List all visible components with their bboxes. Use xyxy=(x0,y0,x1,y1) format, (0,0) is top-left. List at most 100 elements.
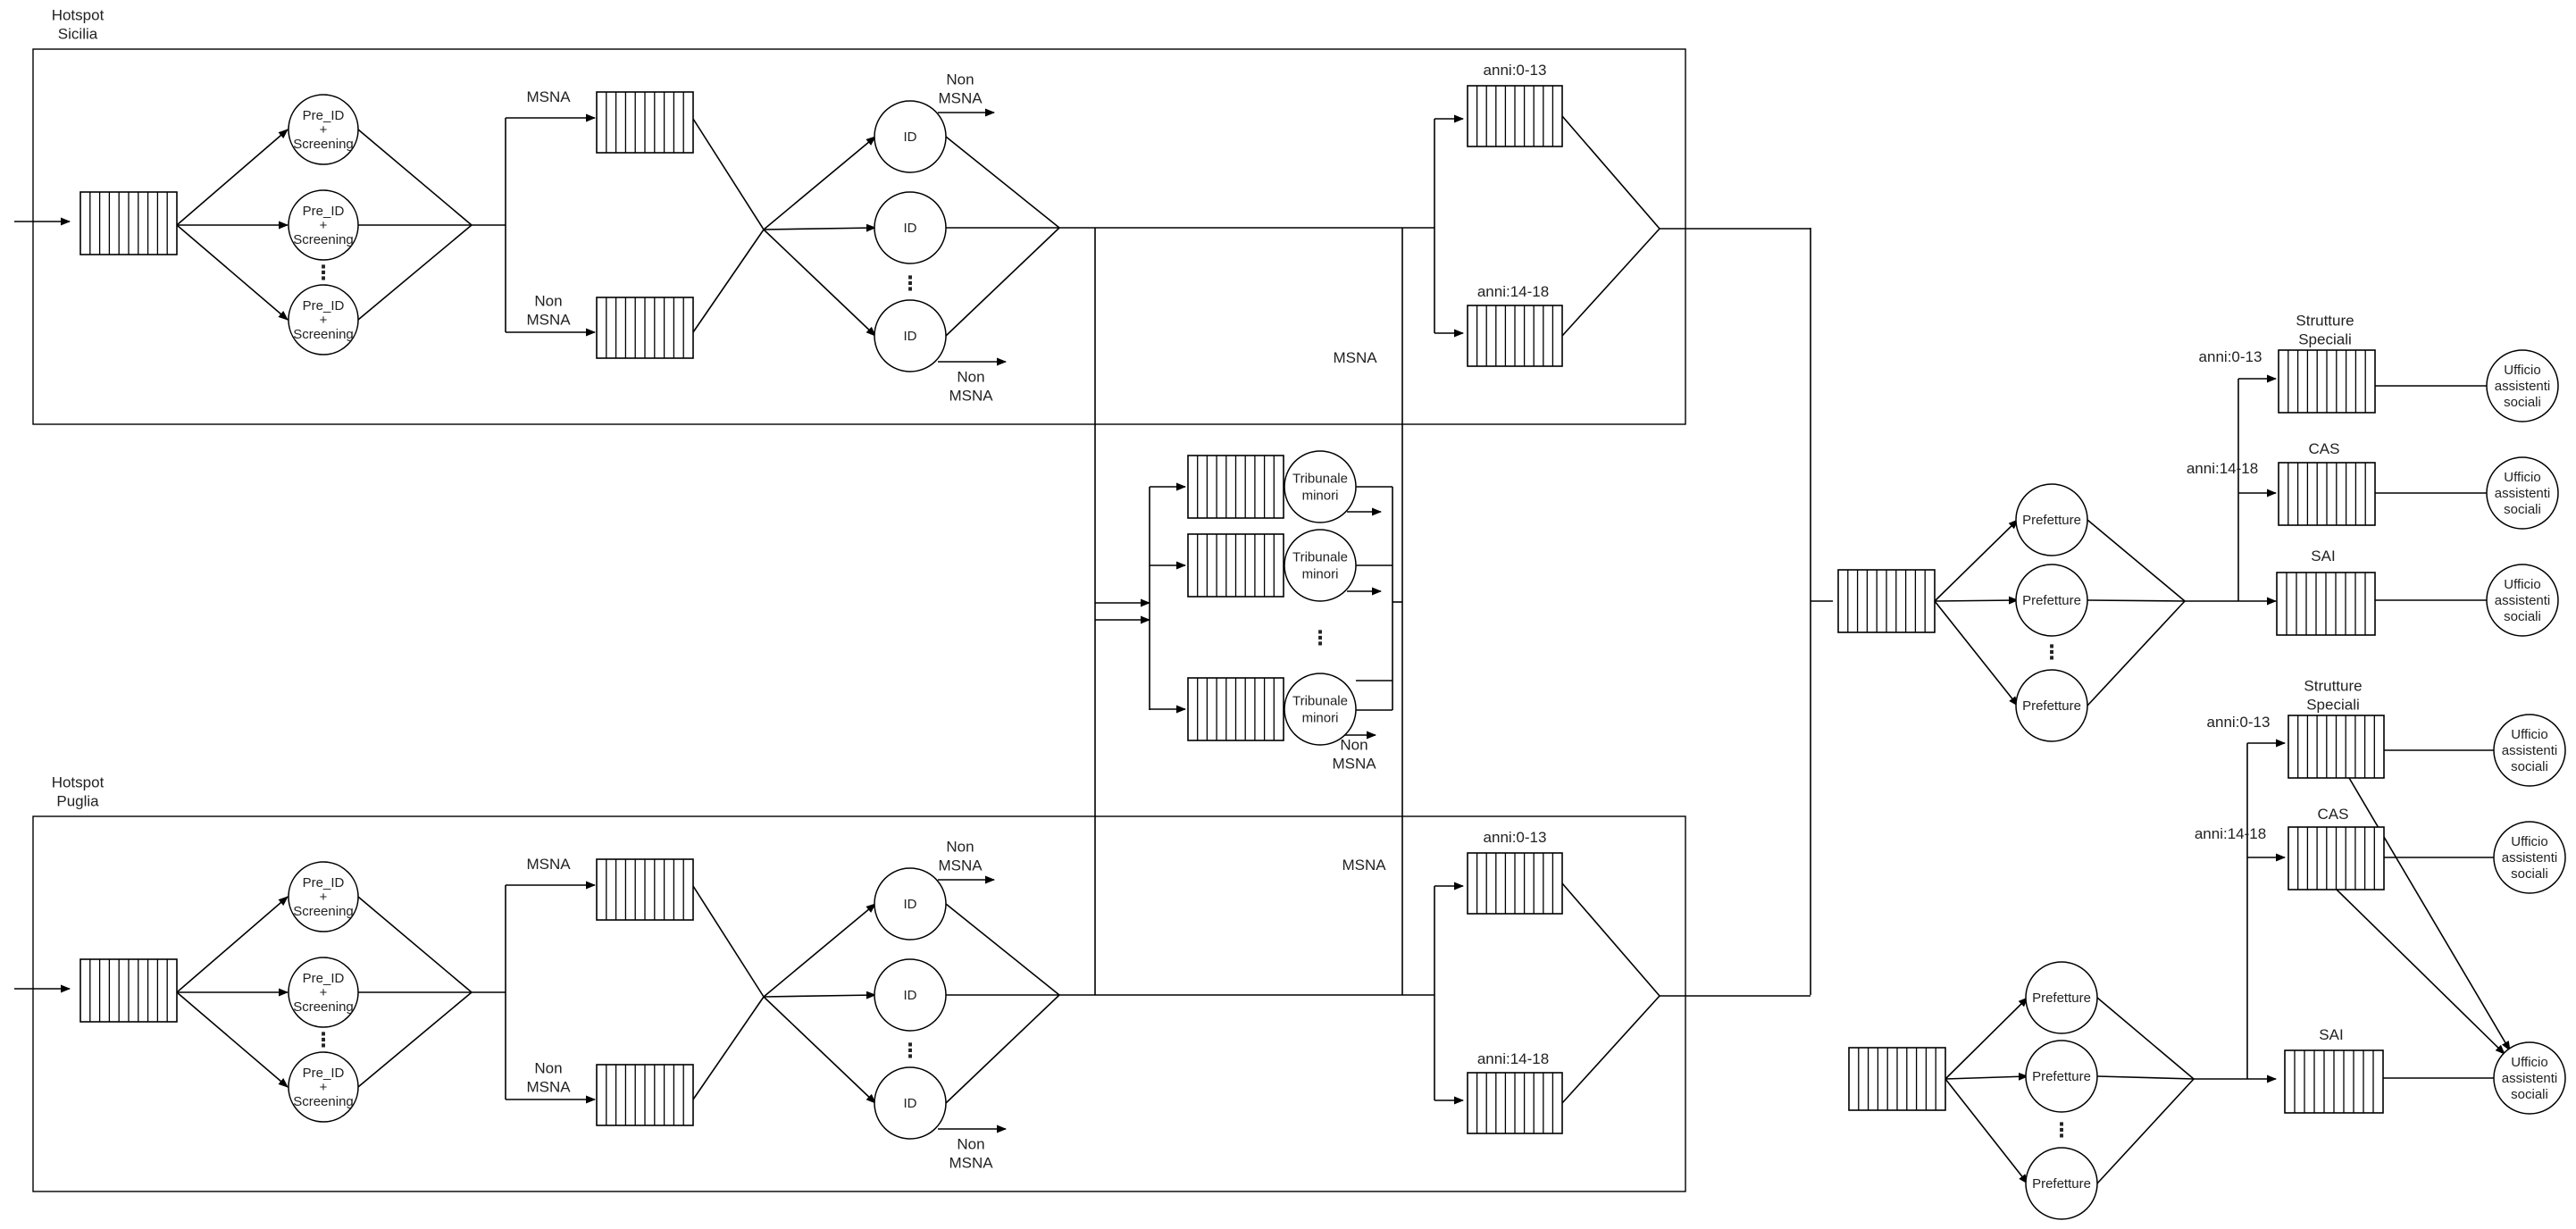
id-node-label-line: ID xyxy=(904,988,917,1003)
strutture-speciali-label-line: Speciali xyxy=(2298,330,2352,347)
ufficio-node xyxy=(2486,564,2559,637)
pre-id-node-label-line: Pre_ID xyxy=(303,875,345,890)
pre-id-node-label: Pre_ID+Screening xyxy=(293,875,354,919)
id-node-label: ID xyxy=(904,897,917,912)
pre-id-node xyxy=(288,189,359,261)
id-node-label-line: ID xyxy=(904,1096,917,1111)
non-msna-label-line: Non xyxy=(534,292,562,309)
prefetture-node-label-line: Prefetture xyxy=(2022,513,2081,528)
tribunale-ellipsis: ⋮ xyxy=(1310,627,1330,649)
region-boxes xyxy=(32,48,1686,1192)
id-node-label: ID xyxy=(904,1096,917,1111)
pre-id-node-label-line: + xyxy=(320,985,328,1000)
pre-id-node xyxy=(288,957,359,1028)
age-0-13-label-line: anni:0-13 xyxy=(1484,62,1547,79)
non-msna-label-line: Non xyxy=(957,1135,984,1152)
tribunale-node-label-line: minori xyxy=(1302,488,1339,503)
pre-id-node-label-line: + xyxy=(320,313,328,328)
tribunale-node-label-line: minori xyxy=(1302,710,1339,725)
tribunale-node-label-line: Tribunale xyxy=(1292,471,1348,486)
id-node-label: ID xyxy=(904,988,917,1003)
pre-id-merge xyxy=(357,991,473,1088)
ufficio-node-label-line: assistenti xyxy=(2502,743,2558,758)
age-0-13-label: anni:0-13 xyxy=(2199,348,2262,365)
pre-id-merge xyxy=(357,896,473,993)
age-0-13-label-line: anni:0-13 xyxy=(2207,714,2271,731)
prefetture-node-label-line: Prefetture xyxy=(2022,593,2081,608)
prefetture-bottom-prefetture-merge xyxy=(2096,1078,2195,1184)
age-0-13-label: anni:0-13 xyxy=(1484,829,1547,846)
sai-label: SAI xyxy=(2319,1026,2343,1043)
sai-label: SAI xyxy=(2311,548,2335,564)
pre-id-node-label-line: Pre_ID xyxy=(303,108,345,123)
id-node xyxy=(874,100,947,173)
ufficio-node-label-line: sociali xyxy=(2511,1087,2548,1102)
id-node-label: ID xyxy=(904,130,917,145)
hotspot-label-sicilia-line: Sicilia xyxy=(58,25,98,42)
age-join xyxy=(1561,228,1660,337)
prefetture-node-label: Prefetture xyxy=(2022,513,2081,528)
ufficio-node-label-line: Ufficio xyxy=(2511,727,2547,742)
prefetture-node xyxy=(2015,483,2088,556)
non-msna-label-line: Non xyxy=(534,1059,562,1076)
pre-id-node-label: Pre_ID+Screening xyxy=(293,971,354,1015)
non-msna-label-line: Non xyxy=(1340,736,1367,753)
id-node xyxy=(874,958,947,1032)
pre-id-node-label-line: + xyxy=(320,122,328,138)
pre-id-node-label-line: Screening xyxy=(293,1094,354,1109)
pre-id-node-label-line: Screening xyxy=(293,999,354,1015)
id-merge xyxy=(945,994,1060,1104)
pre-id-node-label-line: Screening xyxy=(293,137,354,152)
age-join xyxy=(1561,115,1660,230)
prefetture-node-label-line: Prefetture xyxy=(2022,698,2081,714)
prefetture-top-to-prefetture xyxy=(1934,600,2019,706)
tribunale-node-label: Tribunale minori xyxy=(1292,471,1348,503)
id-node-label-line: ID xyxy=(904,221,917,236)
age-0-13-label: anni:0-13 xyxy=(1484,62,1547,79)
prefetture-node-label-line: Prefetture xyxy=(2032,1069,2091,1084)
ufficio-node-label-line: sociali xyxy=(2511,866,2548,882)
ufficio-node-label-line: sociali xyxy=(2511,759,2548,774)
age-14-18-label-line: anni:14-18 xyxy=(1477,283,1549,300)
queue-join xyxy=(692,996,765,1100)
sai-label-line: SAI xyxy=(2311,548,2335,564)
id-ellipsis: ⋮ xyxy=(900,1040,920,1062)
pre-id-node-label-line: Screening xyxy=(293,327,354,342)
ufficio-node xyxy=(2493,1041,2566,1115)
nodes xyxy=(79,85,2566,1220)
prefetture-top-to-prefetture xyxy=(1934,596,2020,605)
msna-label-line: MSNA xyxy=(1333,349,1377,366)
queue-join xyxy=(692,229,765,333)
prefetture-node-label: Prefetture xyxy=(2032,991,2091,1006)
queue-join xyxy=(692,118,765,230)
ufficio-node-label-line: assistenti xyxy=(2502,1071,2558,1086)
non-msna-label-line: MSNA xyxy=(949,387,993,404)
prefetture-bottom-prefetture-merge xyxy=(2096,997,2195,1080)
ufficio-node-label-line: Ufficio xyxy=(2504,363,2540,378)
id-node xyxy=(874,867,947,941)
non-msna-label-line: Non xyxy=(946,71,974,88)
pre-id-merge xyxy=(357,224,473,321)
prefetture-top-prefetture-merge xyxy=(2087,519,2186,602)
pre-id-node-label-line: Pre_ID xyxy=(303,1066,345,1081)
pre-id-node-label-line: Pre_ID xyxy=(303,298,345,314)
prefetture-node-label-line: Prefetture xyxy=(2032,991,2091,1006)
to-pre-id xyxy=(176,129,289,226)
pre-id-node-label-line: + xyxy=(320,218,328,233)
pre-id-node-label-line: Pre_ID xyxy=(303,204,345,219)
pre-id-node-label: Pre_ID+Screening xyxy=(293,298,354,342)
prefetture-node xyxy=(2025,1147,2098,1220)
id-node xyxy=(874,299,947,372)
